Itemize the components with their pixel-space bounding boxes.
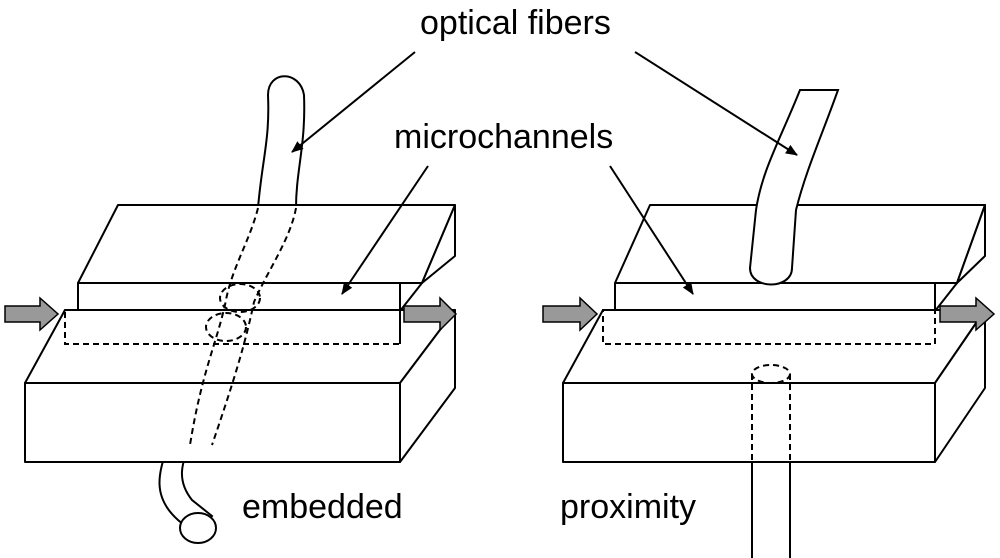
label-embedded: embedded	[242, 488, 403, 526]
proximity-lower-block-top	[562, 309, 986, 384]
proximity-fiber-hidden	[751, 374, 791, 462]
embedded-fiber-hidden	[189, 207, 297, 446]
embedded-fiber-cross-section-upper	[219, 283, 261, 313]
proximity-lower-block-front	[562, 382, 936, 463]
embedded-microchannel	[64, 309, 401, 345]
embedded-device	[4, 75, 458, 544]
embedded-upper-block-top	[77, 204, 456, 284]
proximity-fiber-lower	[751, 462, 791, 558]
embedded-outlet-arrow	[403, 296, 458, 332]
label-microchannels: microchannels	[394, 118, 613, 156]
label-proximity: proximity	[560, 488, 696, 526]
embedded-upper-block-front	[77, 282, 401, 312]
label-optical-fibers: optical fibers	[420, 4, 611, 42]
embedded-lower-block-front	[24, 382, 401, 463]
embedded-fiber-upper	[256, 75, 306, 209]
proximity-edge-1	[934, 282, 958, 312]
proximity-fiber-upper	[748, 89, 840, 286]
proximity-outlet-arrow	[939, 296, 996, 332]
proximity-upper-block-top	[614, 204, 986, 284]
pointer-microchannels-to-proximity	[609, 165, 694, 295]
proximity-microchannel	[602, 309, 936, 345]
pointer-microchannels-to-embedded	[341, 165, 429, 295]
proximity-upper-block-side	[956, 204, 986, 284]
pointer-fibers-to-embedded	[291, 51, 416, 153]
proximity-upper-block-front	[614, 282, 936, 312]
proximity-inlet-arrow	[542, 296, 599, 332]
embedded-lower-block-top	[24, 309, 456, 384]
embedded-upper-block-side	[421, 204, 456, 284]
pointer-fibers-to-proximity	[634, 51, 798, 156]
proximity-fiber-hidden-end	[751, 364, 791, 384]
proximity-device	[542, 89, 996, 558]
embedded-fiber-end	[179, 512, 217, 544]
embedded-inlet-arrow	[4, 296, 60, 332]
embedded-fiber-cross-section-lower	[205, 312, 247, 342]
